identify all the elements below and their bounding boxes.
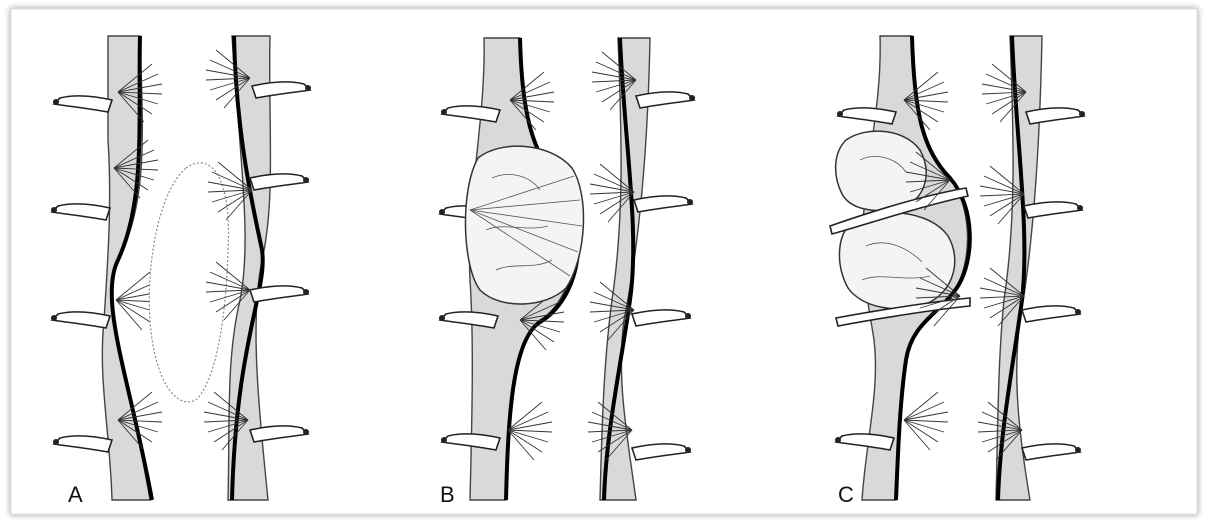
- panel-c-right-column: [978, 36, 1085, 500]
- panel-c: C: [830, 36, 1085, 507]
- panel-a: A: [51, 36, 311, 507]
- panel-b-disc-herniation: [465, 146, 583, 304]
- panel-c-label: C: [838, 482, 854, 507]
- panel-b-right-column: [588, 38, 695, 500]
- panel-b: B: [439, 38, 695, 507]
- panel-c-fragment-upper: [836, 131, 927, 210]
- panel-a-label: A: [68, 482, 83, 507]
- panel-b-label: B: [440, 482, 455, 507]
- panel-a-disc-fragment: [149, 163, 228, 402]
- panel-a-left-column: [51, 36, 162, 500]
